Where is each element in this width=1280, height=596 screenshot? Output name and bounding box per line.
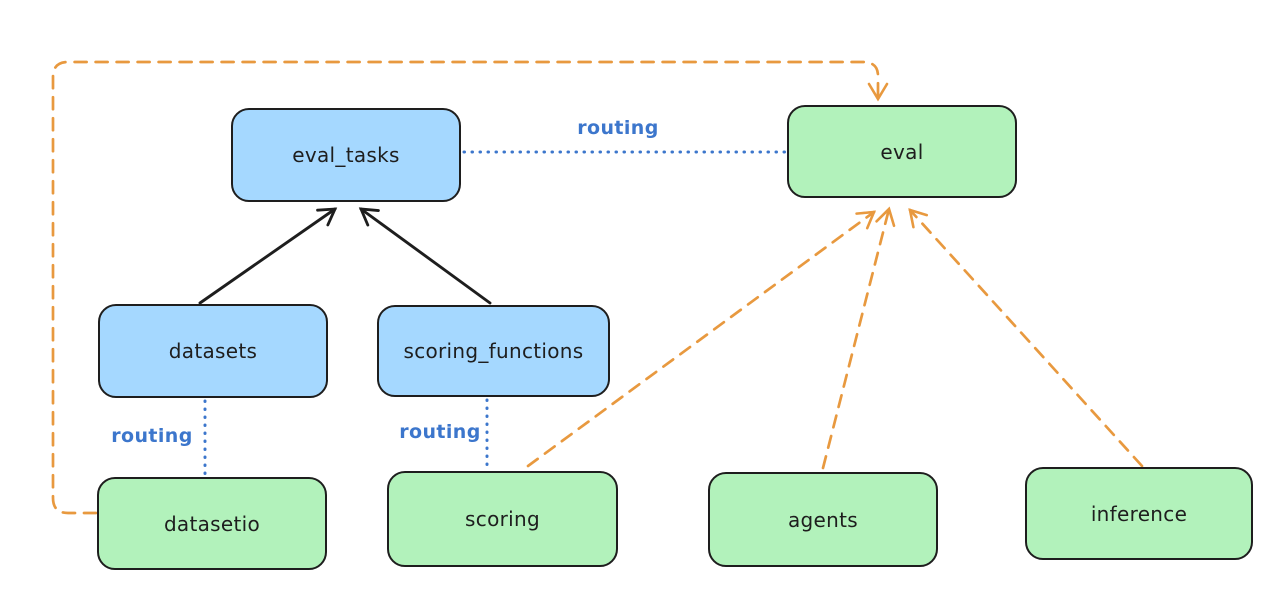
dashed-arrow-scoring-to-eval xyxy=(526,210,877,468)
arrow-scoring_functions-to-eval_tasks xyxy=(358,207,492,305)
node-agents-label: agents xyxy=(788,507,858,532)
edge-label-routing-scoring-functions-scoring: routing xyxy=(399,421,481,443)
node-eval-label: eval xyxy=(880,139,924,164)
node-eval-tasks-label: eval_tasks xyxy=(292,143,400,167)
node-scoring: scoring xyxy=(387,471,618,567)
node-datasetio: datasetio xyxy=(97,477,327,570)
node-datasetio-label: datasetio xyxy=(163,511,261,536)
dashed-arrow-inference-to-eval xyxy=(908,208,1144,468)
node-scoring-label: scoring xyxy=(465,507,540,531)
node-agents: agents xyxy=(708,472,938,567)
arrow-datasets-to-eval_tasks xyxy=(198,207,338,305)
edge-label-routing-datasets-datasetio: routing xyxy=(111,425,193,447)
node-eval: eval xyxy=(787,105,1017,198)
dashed-arrow-datasetio-to-eval xyxy=(51,60,889,515)
edge-label-routing-eval-tasks-eval: routing xyxy=(577,117,659,139)
node-scoring-functions-label: scoring_functions xyxy=(403,339,584,363)
node-datasets: datasets xyxy=(98,304,328,398)
node-scoring-functions: scoring_functions xyxy=(377,305,610,397)
node-inference: inference xyxy=(1025,467,1253,560)
node-datasets-label: datasets xyxy=(168,339,258,363)
dashed-arrow-agents-to-eval xyxy=(821,206,896,470)
node-eval-tasks: eval_tasks xyxy=(231,108,461,202)
node-inference-label: inference xyxy=(1090,501,1188,526)
